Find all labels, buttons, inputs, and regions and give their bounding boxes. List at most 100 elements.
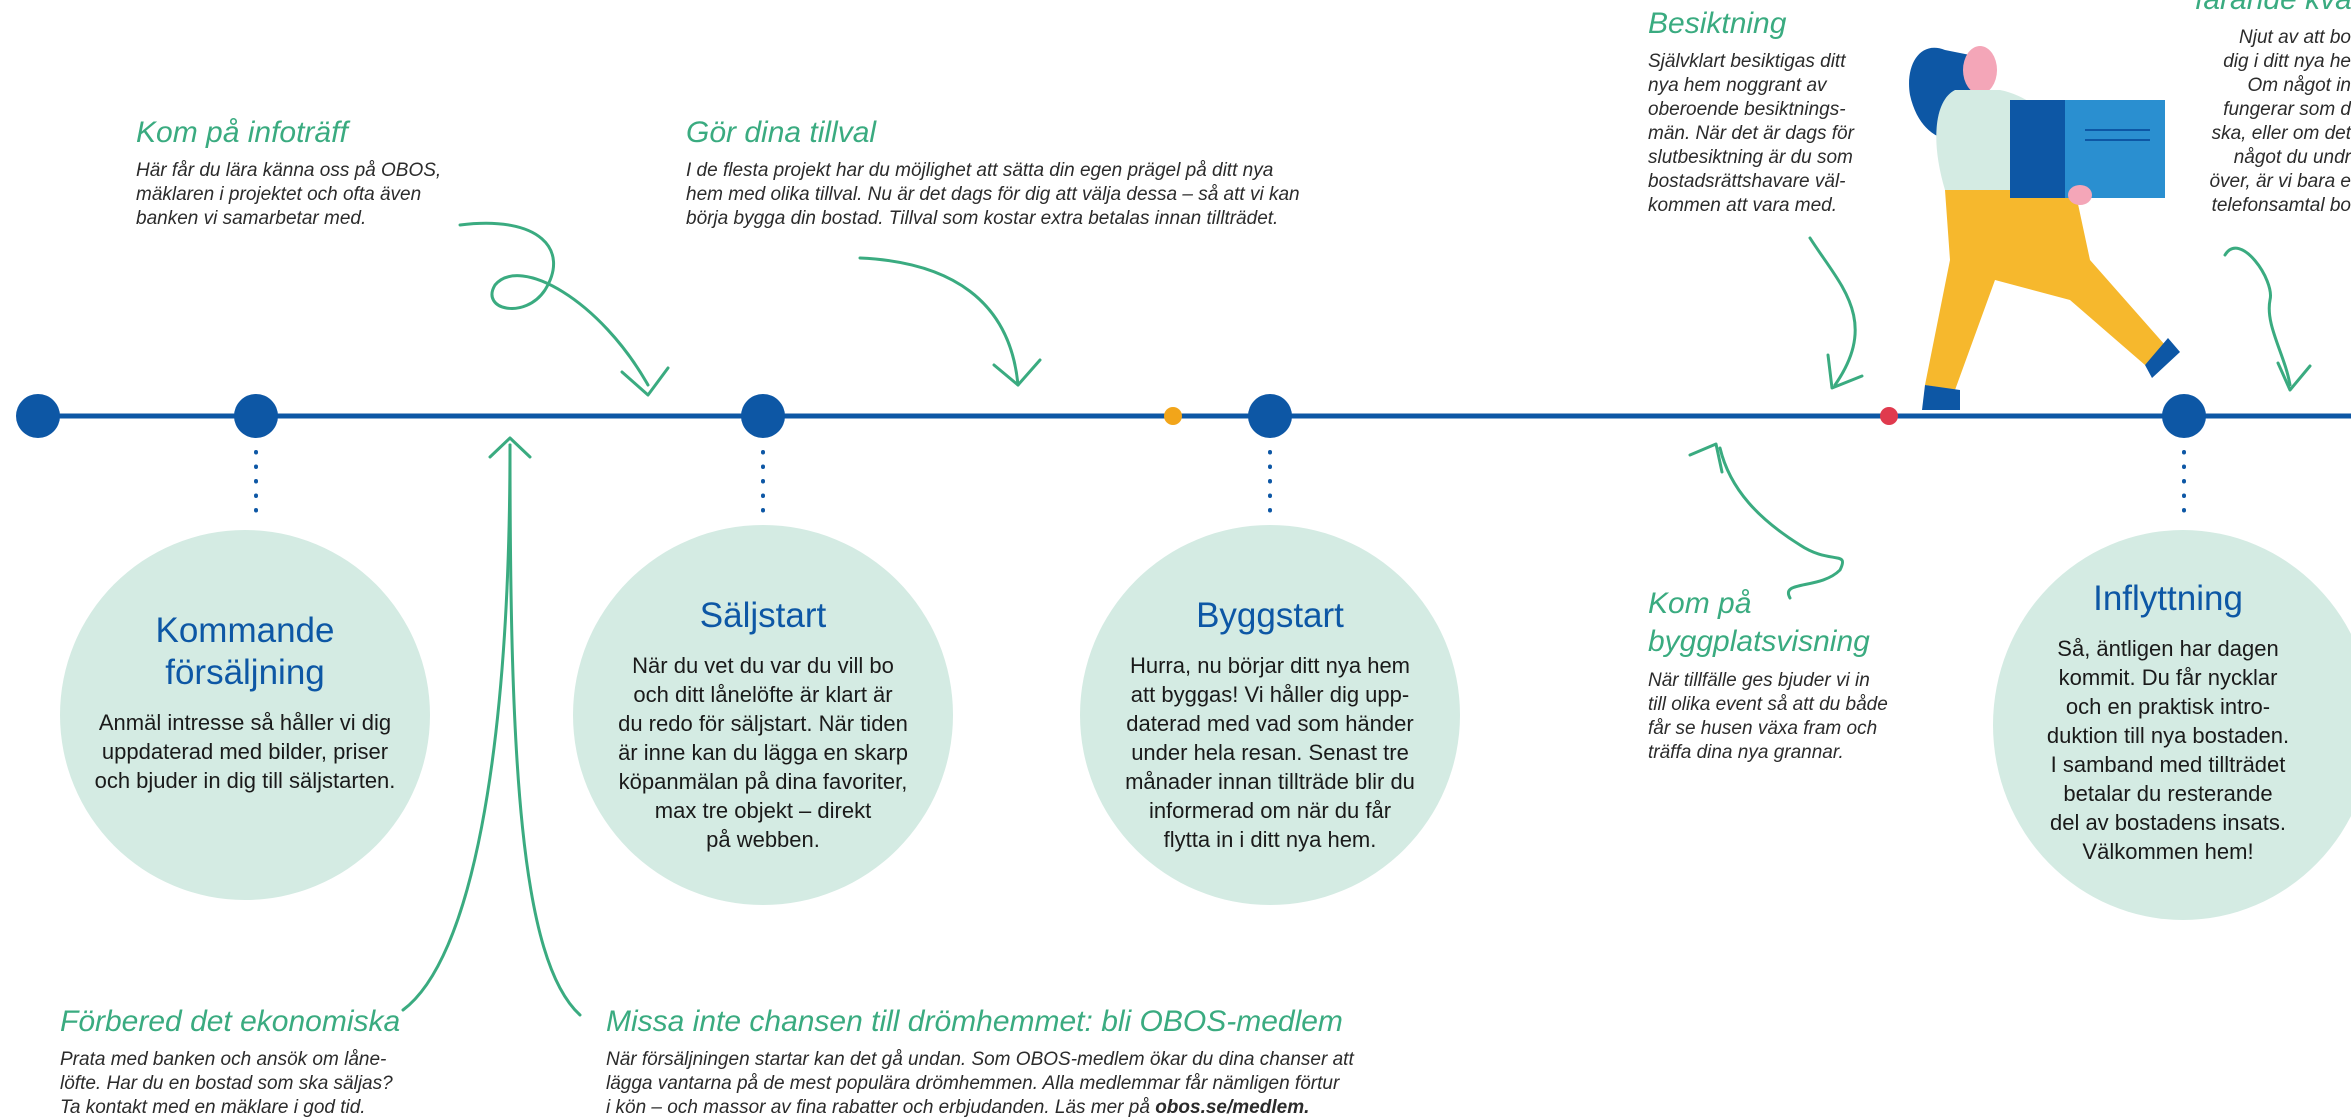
bubble-inflyttning-title: Inflyttning	[1993, 578, 2343, 620]
bubble-byggstart: Byggstart Hurra, nu börjar ditt nya hem …	[1080, 525, 1460, 905]
note-infotraff-text: Här får du lära känna oss på OBOS, mäkla…	[136, 159, 536, 231]
note-besiktning: Besiktning Självklart besiktigas ditt ny…	[1648, 6, 1898, 218]
note-besiktning-text: Självklart besiktigas ditt nya hem noggr…	[1648, 50, 1898, 218]
dotted-connectors	[254, 450, 2186, 517]
note-heading-line: Kom på	[1648, 587, 1752, 620]
note-line: bostadsrättshavare väl-	[1648, 171, 1846, 192]
bubble-line: kommit. Du får nycklar	[2058, 665, 2278, 690]
bubble-line: månader innan tillträde blir du	[1125, 769, 1415, 794]
note-line: män. När det är dags för	[1648, 123, 1854, 144]
note-line: oberoende besiktnings-	[1648, 99, 1846, 120]
bubble-line: max tre objekt – direkt	[654, 798, 872, 823]
note-line: börja bygga din bostad. Tillval som kost…	[686, 208, 1279, 229]
note-obos-medlem: Missa inte chansen till drömhemmet: bli …	[606, 1004, 1486, 1120]
note-line: över, är vi bara e	[2209, 171, 2351, 192]
bubble-line: under hela resan. Senast tre	[1131, 740, 1409, 765]
bubble-title-line: Inflyttning	[2093, 579, 2243, 618]
bubble-inflyttning-text: Så, äntligen har dagen kommit. Du får ny…	[1993, 634, 2343, 866]
bubble-line: informerad om när du får	[1148, 798, 1392, 823]
bubble-line: och bjuder in dig till säljstarten.	[94, 768, 396, 793]
note-line: fungerar som d	[2223, 99, 2351, 120]
note-infotraff-heading: Kom på infoträff	[136, 116, 348, 149]
note-ekonomiska-heading: Förbered det ekonomiska	[60, 1005, 401, 1038]
timeline-dot-byggstart	[1248, 394, 1292, 438]
bubble-title-line: Kommande	[155, 611, 335, 650]
note-line: När försäljningen startar kan det gå und…	[606, 1049, 1354, 1070]
bubble-line: Så, äntligen har dagen	[2057, 636, 2279, 661]
bubble-inflyttning: Inflyttning Så, äntligen har dagen kommi…	[1993, 530, 2351, 920]
note-line: I de flesta projekt har du möjlighet att…	[686, 160, 1274, 181]
bubble-kommande-text: Anmäl intresse så håller vi dig uppdater…	[60, 708, 430, 795]
note-medlem-heading: Missa inte chansen till drömhemmet: bli …	[606, 1005, 1343, 1038]
bubble-line: När du vet du var du vill bo	[632, 653, 894, 678]
obos-medlem-link[interactable]: obos.se/medlem.	[1155, 1097, 1310, 1118]
woman-carrying-box-illustration	[1909, 46, 2180, 410]
bubble-line: och ditt lånelöfte är klart är	[633, 682, 893, 707]
bubble-line: daterad med vad som händer	[1126, 711, 1414, 736]
note-byggplats-text: När tillfälle ges bjuder vi in till olik…	[1648, 669, 1948, 765]
note-line: nya hem noggrant av	[1648, 75, 1827, 96]
timeline-dot-tillval-small	[1164, 407, 1182, 425]
note-line: banken vi samarbetar med.	[136, 208, 367, 229]
bubble-line: du redo för säljstart. När tiden	[618, 711, 908, 736]
bubble-line: uppdaterad med bilder, priser	[101, 739, 389, 764]
bubble-saljstart-title: Säljstart	[573, 595, 953, 637]
bubble-kommande-title: Kommande försäljning	[60, 610, 430, 694]
note-line: något du undr	[2233, 147, 2351, 168]
note-ekonomiska-text: Prata med banken och ansök om låne- löft…	[60, 1048, 480, 1120]
bubble-line: Hurra, nu börjar ditt nya hem	[1129, 653, 1411, 678]
note-line: telefonsamtal bo	[2211, 195, 2351, 216]
bubble-title-line: Säljstart	[699, 596, 827, 635]
bubble-byggstart-text: Hurra, nu börjar ditt nya hem att byggas…	[1080, 651, 1460, 854]
note-line: dig i ditt nya he	[2223, 51, 2351, 72]
bubble-line: är inne kan du lägga en skarp	[618, 740, 908, 765]
bubble-title-line: Byggstart	[1196, 596, 1344, 635]
bubble-line: I samband med tillträdet	[2050, 752, 2286, 777]
bubble-saljstart: Säljstart När du vet du var du vill bo o…	[573, 525, 953, 905]
note-infotraff: Kom på infoträff Här får du lära känna o…	[136, 115, 536, 231]
note-line: ska, eller om det	[2211, 123, 2351, 144]
note-line: Här får du lära känna oss på OBOS,	[136, 160, 442, 181]
note-line: kommen att vara med.	[1648, 195, 1838, 216]
note-medlem-text: När försäljningen startar kan det gå und…	[606, 1048, 1486, 1120]
bubble-saljstart-text: När du vet du var du vill bo och ditt lå…	[573, 651, 953, 854]
note-line: lägga vantarna på de mest populära drömh…	[606, 1073, 1340, 1094]
note-byggplats-heading: Kom på byggplatsvisning	[1648, 585, 1948, 661]
note-line: Njut av att bo	[2239, 27, 2351, 48]
note-trygghet: farande kva Njut av att bo dig i ditt ny…	[2195, 0, 2351, 218]
bubble-line: betalar du resterande	[2063, 781, 2273, 806]
timeline-dot-besiktning-small	[1880, 407, 1898, 425]
note-tillval: Gör dina tillval I de flesta projekt har…	[686, 115, 1406, 231]
note-byggplatsvisning: Kom på byggplatsvisning När tillfälle ge…	[1648, 585, 1948, 765]
note-line: hem med olika tillval. Nu är det dags fö…	[686, 184, 1300, 205]
bubble-line: flytta in i ditt nya hem.	[1163, 827, 1377, 852]
bubble-line: köpanmälan på dina favoriter,	[618, 769, 908, 794]
bubble-line: på webben.	[706, 827, 820, 852]
bubble-line: att byggas! Vi håller dig upp-	[1130, 682, 1410, 707]
bubble-byggstart-title: Byggstart	[1080, 595, 1460, 637]
note-heading-line: byggplatsvisning	[1648, 625, 1870, 658]
note-line: Prata med banken och ansök om låne-	[60, 1049, 387, 1070]
note-line: mäklaren i projektet och ofta även	[136, 184, 422, 205]
bubble-line: Välkommen hem!	[2082, 839, 2254, 864]
bubble-line: del av bostadens insats.	[2049, 810, 2287, 835]
timeline-dot-start	[16, 394, 60, 438]
bubble-title-line: försäljning	[165, 653, 325, 692]
note-line: När tillfälle ges bjuder vi in	[1648, 670, 1870, 691]
note-line: Självklart besiktigas ditt	[1648, 51, 1846, 72]
note-tillval-heading: Gör dina tillval	[686, 116, 877, 149]
timeline-dot-kommande	[234, 394, 278, 438]
timeline-dot-saljstart	[741, 394, 785, 438]
note-line: Om något in	[2247, 75, 2351, 96]
bubble-kommande-forsaljning: Kommande försäljning Anmäl intresse så h…	[60, 530, 430, 900]
note-trygghet-text: Njut av att bo dig i ditt nya he Om någo…	[2195, 26, 2351, 218]
note-forbered-ekonomiska: Förbered det ekonomiska Prata med banken…	[60, 1004, 480, 1120]
bubble-line: Anmäl intresse så håller vi dig	[98, 710, 392, 735]
note-line: träffa dina nya grannar.	[1648, 742, 1844, 763]
note-line: slutbesiktning är du som	[1648, 147, 1853, 168]
note-line: i kön – och massor av fina rabatter och …	[606, 1096, 1486, 1120]
note-line: Ta kontakt med en mäklare i god tid.	[60, 1097, 366, 1118]
timeline-dot-inflyttning	[2162, 394, 2206, 438]
note-line-text: i kön – och massor av fina rabatter och …	[606, 1097, 1156, 1118]
